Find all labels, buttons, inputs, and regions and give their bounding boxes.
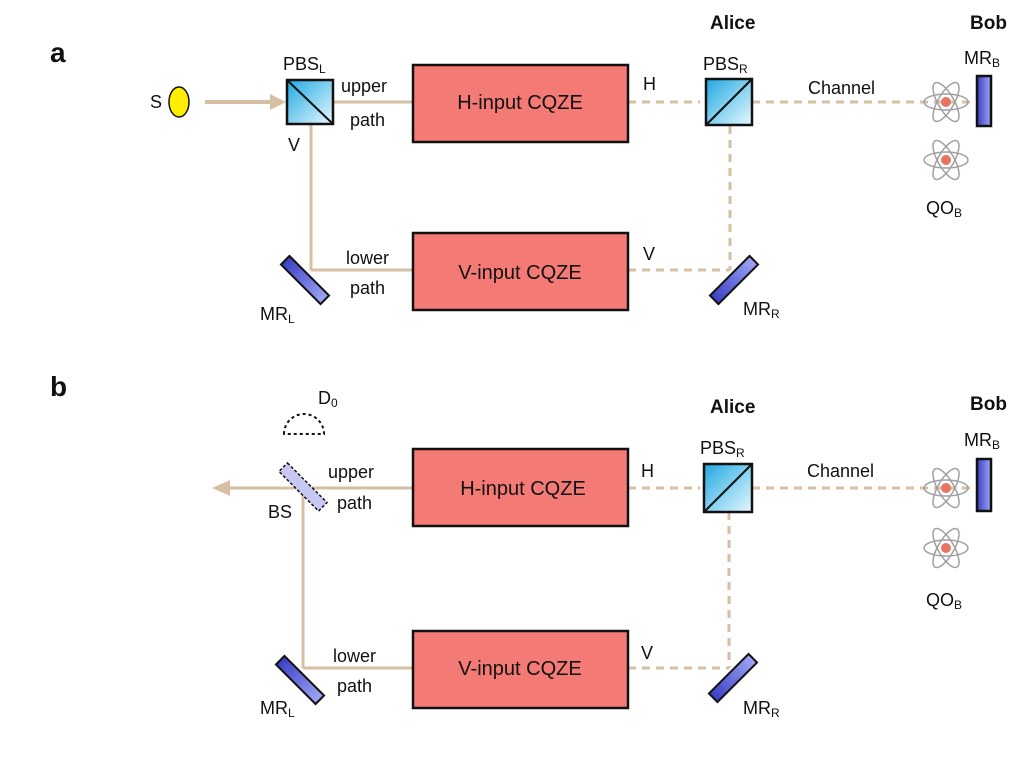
panel-b-h-cqze-label: H-input CQZE [460, 478, 586, 500]
panel-b-lower-path-label-2: path [337, 676, 372, 696]
panel-b-output-arrow [212, 480, 230, 496]
panel-a-atom-qo [923, 136, 969, 184]
panel-b-qo-bob-label: QOB [926, 590, 962, 612]
panel-a-qo-bob-label: QOB [926, 198, 962, 220]
panel-a-alice-label: Alice [710, 13, 755, 34]
panel-a-v-cqze-label: V-input CQZE [458, 262, 581, 284]
panel-b-channel-label: Channel [807, 461, 874, 481]
panel-b-mirror-bob [975, 457, 993, 513]
panel-a-h-cqze-box [411, 63, 630, 144]
panel-a-v-cqze-box [411, 231, 630, 312]
panel-b-mirror-bob-label: MRB [964, 430, 1000, 452]
panel-b-v-cqze-box [411, 629, 630, 710]
panel-a-v-label: V [643, 244, 655, 264]
panel-a-mirror-right [708, 254, 760, 306]
panel-a-mirror-left-label: MRL [260, 304, 295, 326]
panel-b-v-label: V [641, 643, 653, 663]
panel-a-letter: a [50, 37, 66, 68]
panel-a-mirror-left [279, 254, 331, 306]
panel-a-pbs-right [704, 77, 754, 127]
panel-b-h-cqze-box [411, 447, 630, 528]
panel-a-source [168, 86, 190, 118]
panel-a-pbs-right-label: PBSR [703, 54, 748, 76]
panel-b-mirror-left [274, 654, 326, 706]
panel-a: a Alice Bob S PBSL V upper path lower pa… [50, 13, 1007, 326]
panel-a-mirror-bob [975, 74, 993, 128]
panel-a-input-arrow [270, 94, 286, 110]
panel-a-bob-label: Bob [970, 13, 1007, 34]
panel-b-upper-path-label-2: path [337, 493, 372, 513]
panel-a-pbs-left [285, 78, 335, 126]
panel-b-detector-label: D0 [318, 388, 338, 410]
panel-b-pbs-right [702, 462, 754, 514]
panel-b-detector [282, 413, 326, 435]
panel-b-bob-label: Bob [970, 394, 1007, 415]
panel-a-h-cqze-label: H-input CQZE [457, 92, 583, 114]
panel-a-v-pbs-label: V [288, 135, 300, 155]
panel-a-lower-path-label-1: lower [346, 248, 389, 268]
panel-a-lower-path-label-2: path [350, 278, 385, 298]
panel-b-mirror-right [707, 652, 759, 704]
panel-b-alice-label: Alice [710, 397, 755, 418]
panel-a-source-label: S [150, 92, 162, 112]
panel-b-h-label: H [641, 461, 654, 481]
panel-b-upper-path-label-1: upper [328, 462, 374, 482]
panel-b-atom-channel [923, 464, 969, 512]
panel-b-mirror-right-label: MRR [743, 698, 780, 720]
panel-b-atom-qo [923, 524, 969, 572]
panel-a-pbs-left-label: PBSL [283, 54, 326, 76]
panel-b-beam-splitter-label: BS [268, 502, 292, 522]
panel-b-pbs-right-label: PBSR [700, 438, 745, 460]
panel-b: b Alice Bob D0 BS upper path lower path … [50, 371, 1007, 720]
panel-a-upper-path-label-2: path [350, 110, 385, 130]
panel-b-mirror-left-label: MRL [260, 698, 295, 720]
panel-a-upper-path-label-1: upper [341, 76, 387, 96]
panel-b-v-cqze-label: V-input CQZE [458, 658, 581, 680]
panel-b-lower-path-label-1: lower [333, 646, 376, 666]
panel-b-letter: b [50, 371, 67, 402]
panel-a-channel-label: Channel [808, 78, 875, 98]
panel-a-h-label: H [643, 74, 656, 94]
panel-a-mirror-right-label: MRR [743, 299, 780, 321]
panel-a-atom-channel [923, 78, 969, 126]
panel-a-mirror-bob-label: MRB [964, 48, 1000, 70]
